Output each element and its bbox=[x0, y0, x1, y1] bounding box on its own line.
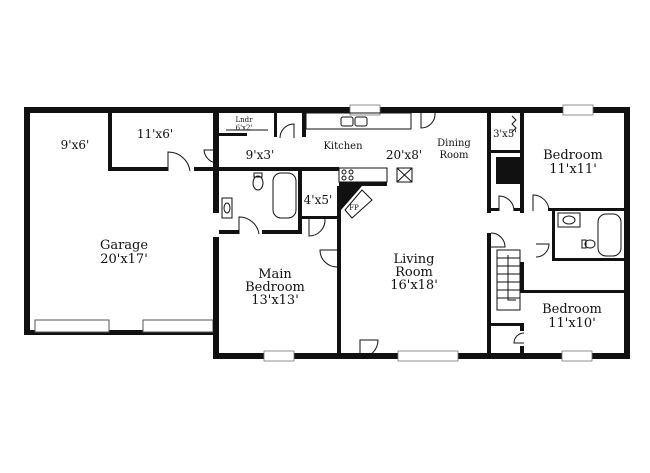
kitchen-name: Kitchen bbox=[323, 141, 363, 152]
closet-3x5-dim: 3'x5' bbox=[493, 129, 517, 140]
bedroom1-name: Bedroom bbox=[543, 148, 603, 163]
living-line2: Room bbox=[395, 265, 433, 280]
garage-doors bbox=[34, 319, 214, 333]
dining-line1: Dining bbox=[437, 138, 471, 149]
closet-4x5-dim: 4'x5' bbox=[304, 193, 333, 207]
living-line1: Living bbox=[394, 252, 435, 267]
doors bbox=[167, 112, 550, 359]
main-bedroom-line1: Main bbox=[258, 267, 292, 282]
closet-rod bbox=[511, 115, 517, 133]
main-bedroom-line2: Bedroom bbox=[245, 280, 305, 295]
stairs bbox=[496, 249, 521, 311]
closet-11x6-dim: 11'x6' bbox=[137, 127, 173, 141]
laundry-name: Lndr bbox=[236, 116, 254, 124]
dining-line2: Room bbox=[439, 150, 469, 161]
kitchen-dim: 20'x8' bbox=[386, 148, 422, 162]
living-dim: 16'x18' bbox=[390, 278, 438, 293]
kitchen-counter bbox=[305, 112, 413, 183]
bedroom1-dim: 11'x11' bbox=[549, 162, 597, 177]
fireplace bbox=[341, 186, 373, 219]
laundry-dim: 6'x2' bbox=[236, 124, 253, 132]
main-bedroom-dim: 13'x13' bbox=[251, 293, 299, 308]
hall-9x3-dim: 9'x3' bbox=[246, 148, 275, 162]
garage-name: Garage bbox=[100, 238, 148, 253]
main-bath-fixtures bbox=[221, 172, 297, 219]
fireplace-label: FP bbox=[349, 204, 359, 212]
bedroom2-dim: 11'x10' bbox=[548, 316, 596, 331]
hall-bath-fixtures bbox=[557, 212, 622, 257]
garage-dim: 20'x17' bbox=[100, 252, 148, 267]
garage-closet-dim: 9'x6' bbox=[61, 138, 90, 152]
windows bbox=[263, 104, 594, 362]
chimney-block bbox=[496, 157, 523, 184]
bedroom2-name: Bedroom bbox=[542, 302, 602, 317]
room-labels: 9'x6' 11'x6' Lndr 6'x2' 9'x3' Kitchen 20… bbox=[61, 116, 603, 331]
